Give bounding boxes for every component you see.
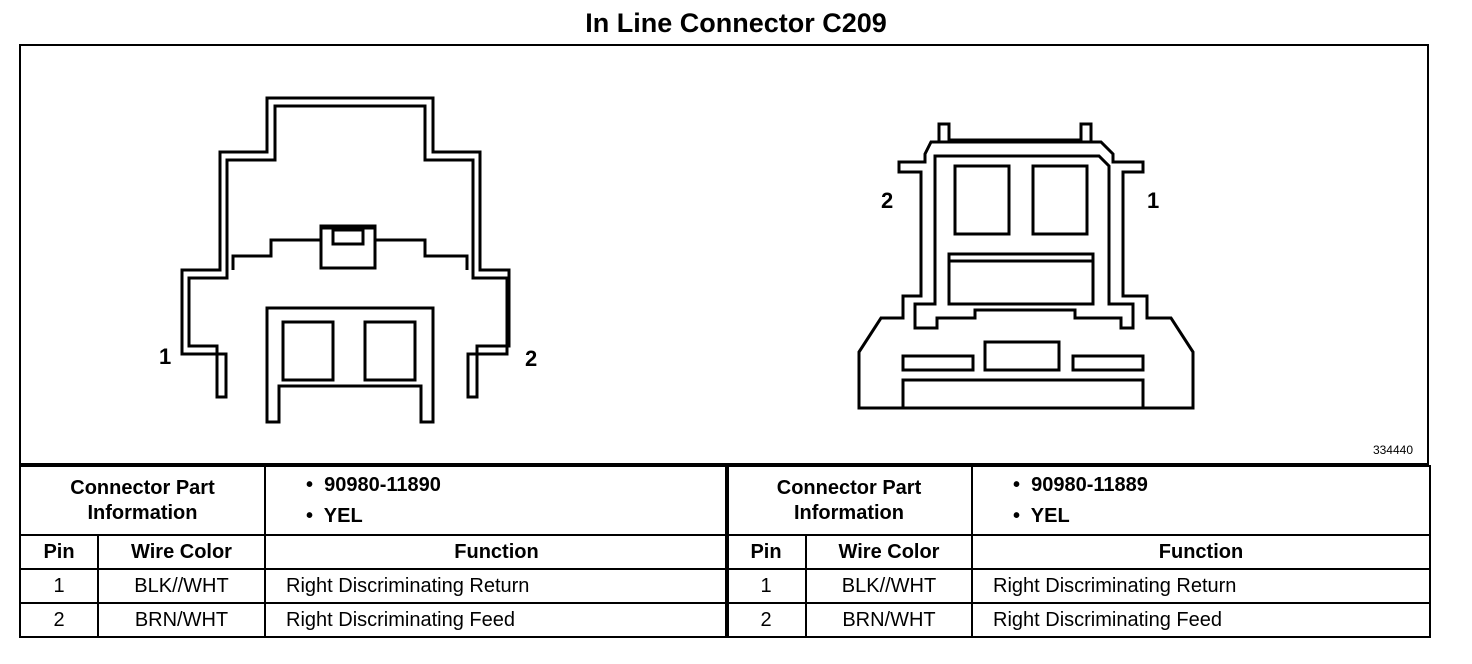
right-pin-label-2: 2: [881, 188, 894, 213]
part-number: • 90980-11890: [306, 473, 441, 496]
pin-cell: 2: [19, 602, 99, 638]
part-info-header: Connector Part Information: [19, 465, 266, 536]
wire-color-cell: BRN/WHT: [97, 602, 266, 638]
connector-diagram-frame: 1 2 2 1 334440: [19, 44, 1429, 465]
col-header-pin: Pin: [19, 534, 99, 570]
page-title: In Line Connector C209: [585, 8, 887, 38]
function-cell: Right Discriminating Feed: [264, 602, 729, 638]
left-pin-label-2: 2: [525, 346, 538, 371]
part-info-header-line2: Information: [794, 501, 904, 524]
part-info-list: • 90980-11890 • YEL: [264, 465, 729, 536]
part-number-value: 90980-11890: [324, 473, 441, 496]
connector-diagram: [180, 96, 1195, 424]
part-color-value: YEL: [1030, 504, 1070, 527]
part-info-header-line1: Connector Part: [776, 476, 922, 499]
col-header-pin: Pin: [725, 534, 807, 570]
col-header-wire-color: Wire Color: [805, 534, 973, 570]
part-color: • YEL: [1013, 504, 1070, 527]
table-row: 1 BLK//WHT Right Discriminating Return: [725, 568, 1431, 604]
table-row: 1 BLK//WHT Right Discriminating Return: [19, 568, 729, 604]
pin-cell: 2: [725, 602, 807, 638]
wire-color-cell: BLK//WHT: [97, 568, 266, 604]
connector-table-right: Connector Part Information • 90980-11889…: [725, 465, 1431, 638]
connector-table-left: Connector Part Information • 90980-11890…: [19, 465, 729, 638]
wire-color-cell: BLK//WHT: [805, 568, 973, 604]
figure-reference-number: 334440: [1372, 443, 1413, 457]
right-connector-outline: [857, 122, 1195, 410]
left-pin-label-1: 1: [159, 344, 172, 369]
wire-color-cell: BRN/WHT: [805, 602, 973, 638]
right-pin-label-1: 1: [1147, 188, 1160, 213]
pin-cell: 1: [725, 568, 807, 604]
function-cell: Right Discriminating Return: [971, 568, 1431, 604]
col-header-function: Function: [971, 534, 1431, 570]
part-number: • 90980-11889: [1013, 473, 1148, 496]
col-header-wire-color: Wire Color: [97, 534, 266, 570]
part-number-value: 90980-11889: [1031, 473, 1148, 496]
table-row: 2 BRN/WHT Right Discriminating Feed: [725, 602, 1431, 638]
part-color-value: YEL: [323, 504, 363, 527]
part-info-header-line2: Information: [87, 501, 198, 524]
pin-cell: 1: [19, 568, 99, 604]
col-header-function: Function: [264, 534, 729, 570]
part-info-list: • 90980-11889 • YEL: [971, 465, 1431, 536]
left-connector-outline: [180, 96, 511, 424]
part-info-header: Connector Part Information: [725, 465, 973, 536]
function-cell: Right Discriminating Return: [264, 568, 729, 604]
function-cell: Right Discriminating Feed: [971, 602, 1431, 638]
part-color: • YEL: [306, 504, 363, 527]
part-info-header-line1: Connector Part: [70, 476, 215, 499]
table-row: 2 BRN/WHT Right Discriminating Feed: [19, 602, 729, 638]
